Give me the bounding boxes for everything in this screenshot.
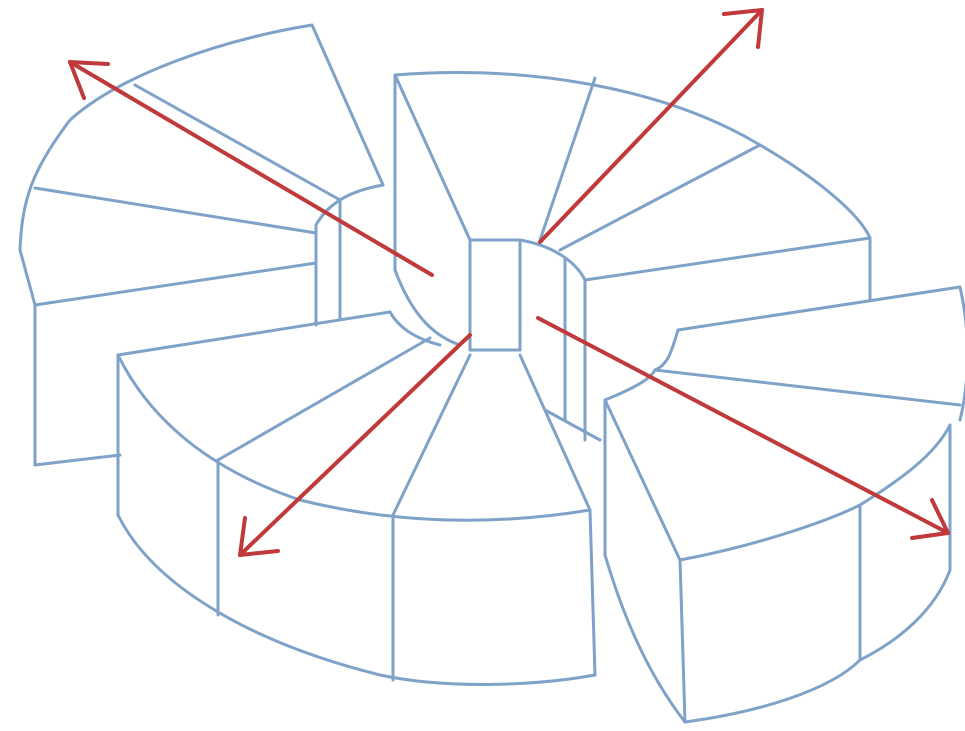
segment-upper-left bbox=[20, 25, 383, 465]
segment-back-center bbox=[395, 73, 870, 350]
segment-right bbox=[520, 238, 870, 440]
segment-right-front bbox=[605, 287, 965, 722]
arrow-lower-left bbox=[240, 335, 470, 555]
arrow-upper-left bbox=[70, 62, 432, 275]
arrow-upper-right bbox=[540, 10, 762, 242]
arrow-lower-right bbox=[538, 318, 948, 538]
segment-front bbox=[118, 312, 595, 684]
